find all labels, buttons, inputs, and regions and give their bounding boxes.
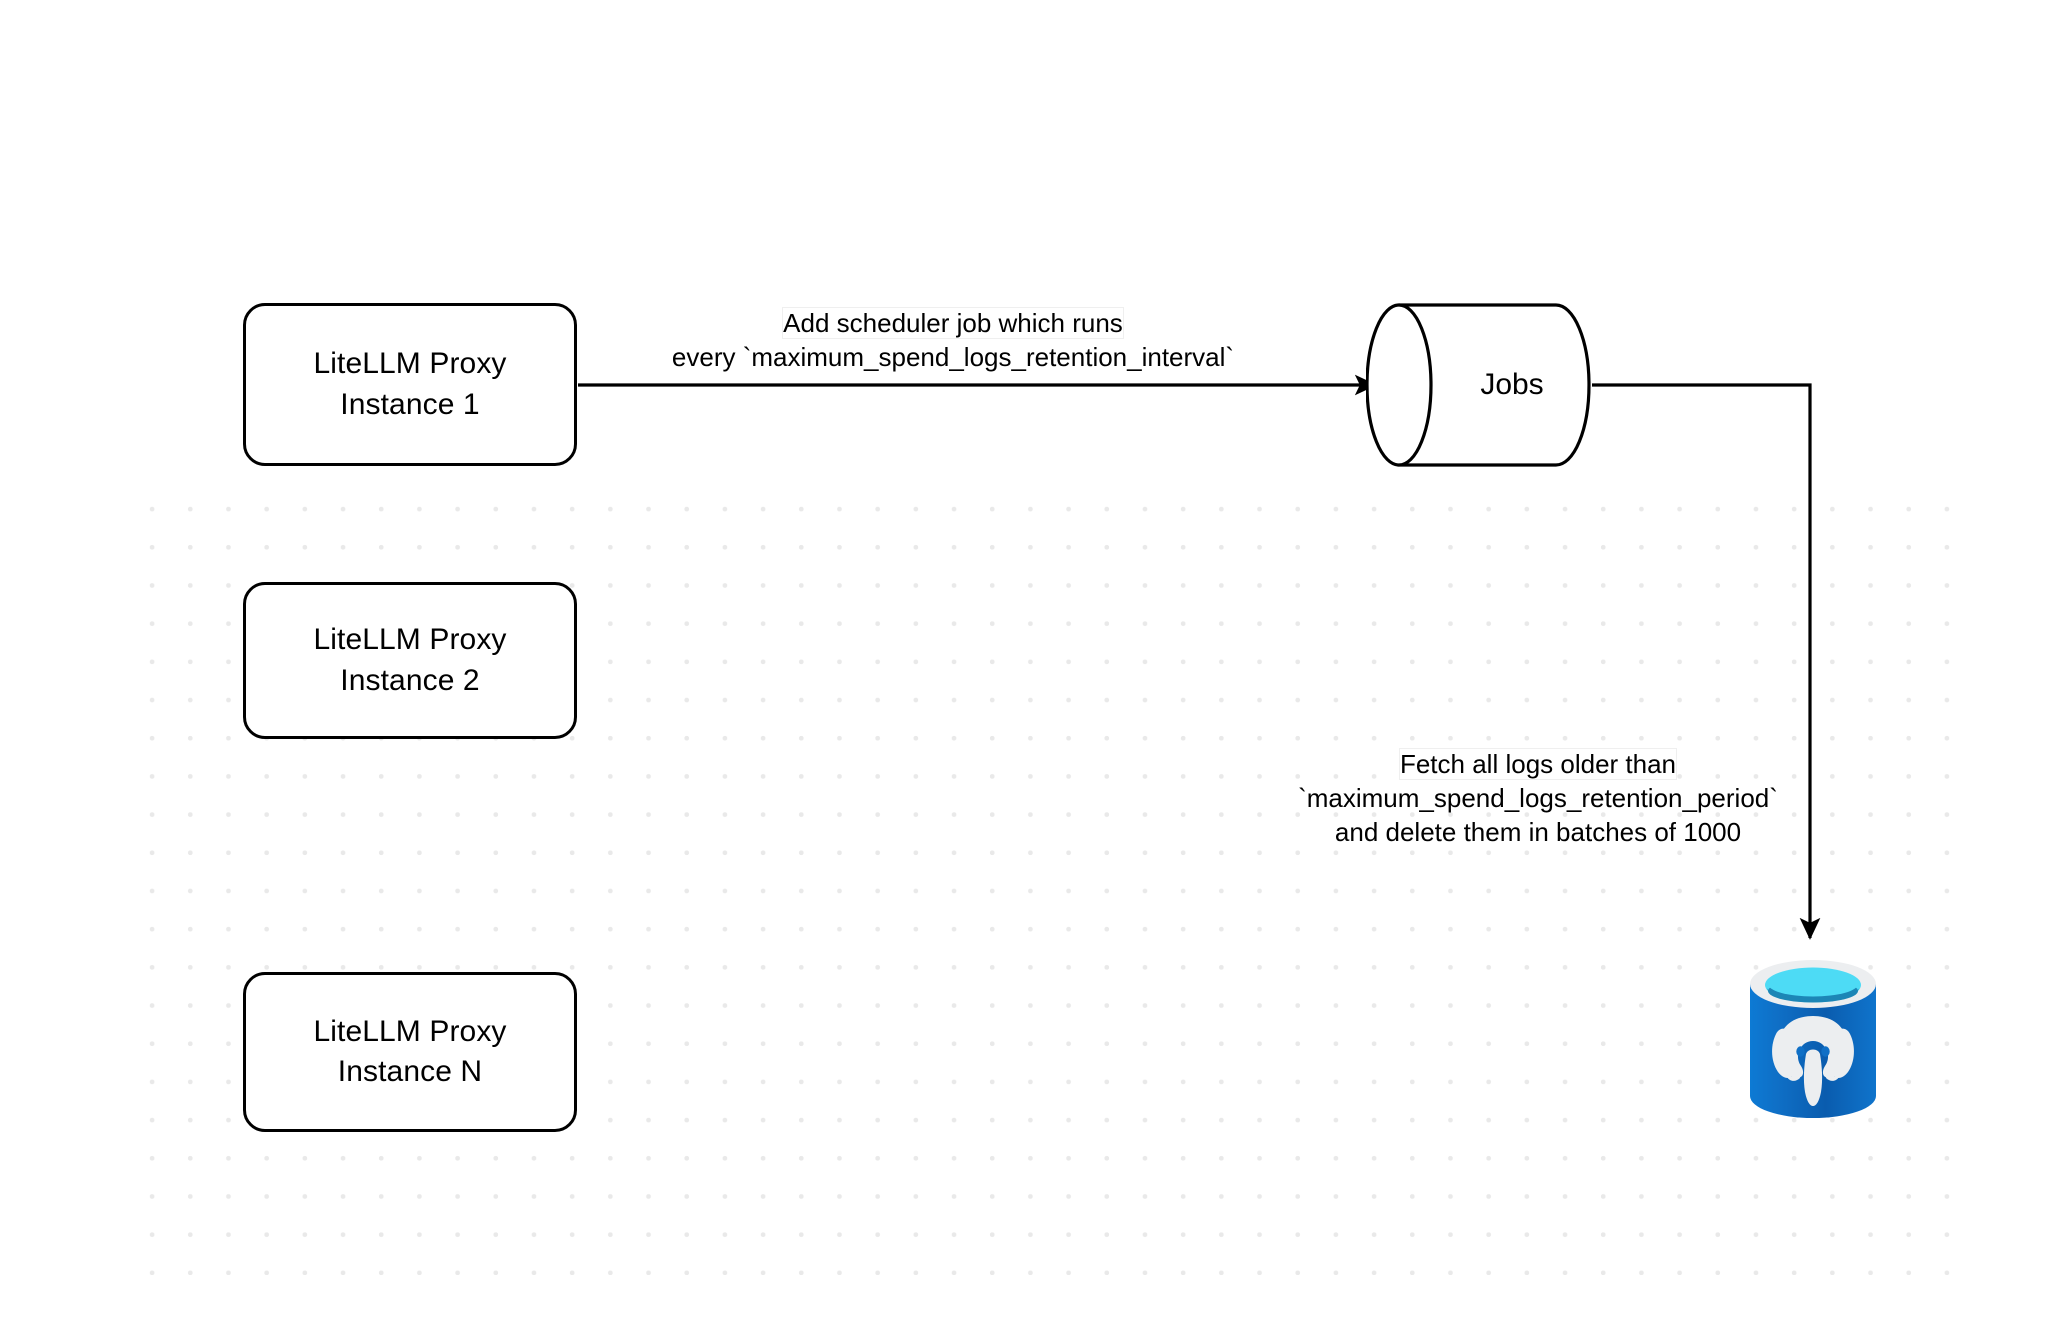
- proxy-2-line-1: LiteLLM Proxy: [313, 623, 507, 657]
- proxy-3-line-2: Instance N: [337, 1055, 483, 1088]
- edge-label-fetch-line-3: and delete them in batches of 1000: [1334, 816, 1742, 847]
- edge-jobs-to-database: [1592, 383, 1821, 940]
- edge-label-scheduler-line-1: Add scheduler job which runs: [782, 307, 1124, 339]
- edge-label-scheduler-line-2: every `maximum_spend_logs_retention_inte…: [671, 341, 1235, 372]
- proxy-3-line-1: LiteLLM Proxy: [313, 1014, 507, 1048]
- node-litellm-proxy-instance-2[interactable]: LiteLLM Proxy Instance 2: [243, 582, 577, 739]
- node-litellm-proxy-instance-n[interactable]: LiteLLM Proxy Instance N: [243, 972, 577, 1132]
- node-postgresql-database[interactable]: [1742, 950, 1884, 1130]
- node-litellm-proxy-instance-1[interactable]: LiteLLM Proxy Instance 1: [243, 303, 577, 466]
- edge-label-fetch-line-1: Fetch all logs older than: [1398, 748, 1678, 780]
- postgres-elephant-mark: [1772, 1016, 1854, 1106]
- jobs-cylinder-shape: [1366, 303, 1591, 467]
- proxy-2-line-2: Instance 2: [340, 663, 480, 697]
- proxy-1-line-2: Instance 1: [340, 387, 480, 421]
- edge-label-add-scheduler-job: Add scheduler job which runs every `maxi…: [598, 307, 1308, 375]
- proxy-1-line-1: LiteLLM Proxy: [313, 347, 507, 381]
- edge-label-fetch-and-delete-logs: Fetch all logs older than `maximum_spend…: [1258, 748, 1818, 849]
- postgres-elephant-eyes: [1796, 1046, 1830, 1057]
- jobs-label: Jobs: [1480, 368, 1544, 401]
- node-jobs-queue[interactable]: Jobs: [1366, 303, 1592, 467]
- edge-label-fetch-line-2: `maximum_spend_logs_retention_period`: [1298, 782, 1778, 813]
- postgresql-database-icon: [1750, 960, 1876, 1118]
